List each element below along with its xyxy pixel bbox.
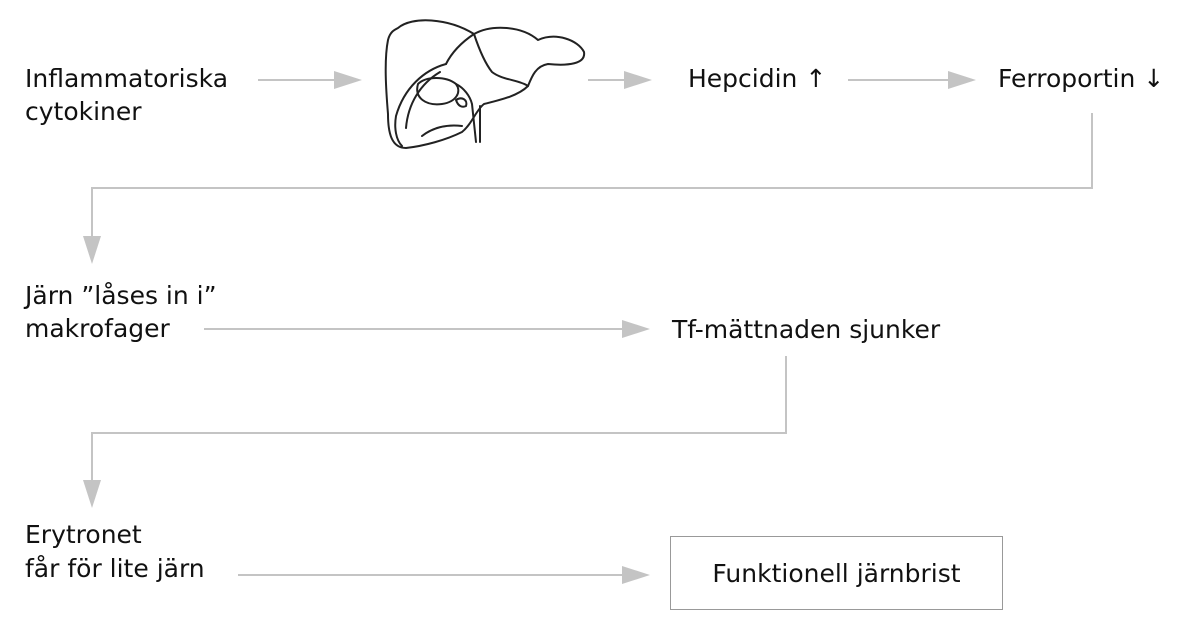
arrowhead [83, 236, 101, 264]
arrowhead [334, 71, 362, 89]
tf-saturation-label: Tf-mättnaden sjunker [672, 315, 941, 344]
iron-locked-label-line2: makrofager [25, 314, 170, 343]
ferroportin-label: Ferroportin ↓ [998, 64, 1165, 93]
result-box: Funktionell järnbrist [670, 536, 1003, 610]
iron-locked-label-line1: Järn ”låses in i” [25, 281, 217, 310]
arrowhead [622, 566, 650, 584]
erythron-label-line2: får för lite järn [25, 554, 205, 583]
arrowhead [83, 480, 101, 508]
arrowhead [624, 71, 652, 89]
arrow-ferroportin-to-iron [91, 113, 1093, 236]
liver-icon [384, 19, 586, 149]
arrowhead [948, 71, 976, 89]
arrow-tf-to-erythron [91, 356, 787, 480]
erythron-label-line1: Erytronet [25, 520, 142, 549]
cytokines-label-line1: Inflammatoriska [25, 64, 229, 93]
result-label: Funktionell järnbrist [712, 558, 961, 588]
cytokines-label-line2: cytokiner [25, 97, 142, 126]
arrowhead [622, 320, 650, 338]
hepcidin-label: Hepcidin ↑ [688, 64, 827, 93]
